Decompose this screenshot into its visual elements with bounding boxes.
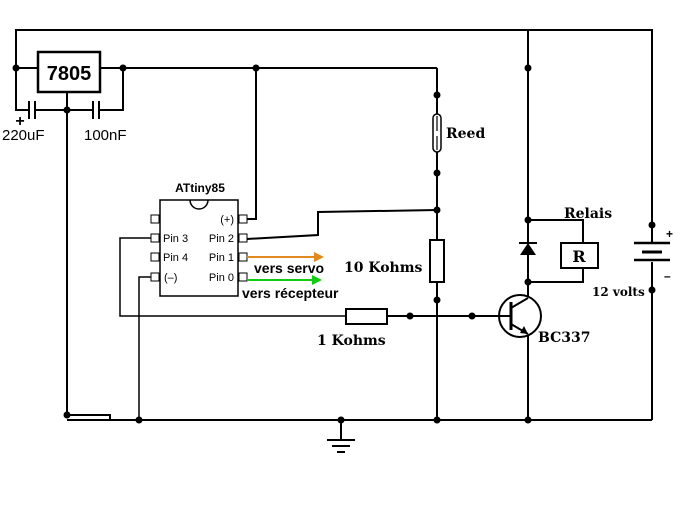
pin4-label: Pin 4 [163, 252, 188, 264]
servo-label: vers servo [254, 260, 324, 276]
pin2-wire [246, 209, 438, 240]
vcc-pin-label: (+) [220, 214, 234, 226]
relay-coil: Relais R [560, 206, 612, 269]
resistor-1k: 1 Kohms [317, 308, 388, 349]
reed-label: Reed [446, 126, 485, 142]
attiny85-chip: ATtiny85 Pin 3 Pin 4 (–) (+) Pin 2 Pin 1… [150, 181, 248, 297]
cap-100nf-label: 100nF [84, 127, 127, 144]
transistor-bc337: BC337 [498, 294, 590, 346]
receiver-label: vers récepteur [242, 285, 339, 301]
regulator-7805: 7805 [36, 50, 102, 94]
relay-top-wire [528, 219, 584, 243]
cap-left-wire [15, 68, 28, 111]
r-base-label: 1 Kohms [317, 333, 386, 349]
capacitor-100nf: 100nF [84, 101, 127, 144]
flyback-diode [519, 242, 537, 255]
cap-plus-sign: + [15, 113, 24, 130]
relay-symbol: R [572, 247, 586, 266]
pin2-label: Pin 2 [209, 233, 234, 245]
capacitor-220uf: + 220uF [2, 101, 45, 144]
relay-title: Relais [564, 206, 612, 222]
servo-signal: vers servo [247, 252, 324, 276]
receiver-signal: vers récepteur [242, 275, 339, 301]
mcu-gnd-wire [138, 276, 151, 420]
pin3-label: Pin 3 [163, 233, 188, 245]
pin3-wire [119, 237, 346, 317]
resistor-10k: 10 Kohms [344, 239, 445, 283]
pin1-label: Pin 1 [209, 252, 234, 264]
receiver-arrow-head [312, 275, 322, 285]
vcc-to-mcu-wire [247, 68, 257, 220]
servo-arrow-head [314, 252, 324, 262]
ground-icon [327, 439, 355, 453]
mcu-name: ATtiny85 [175, 181, 225, 195]
cap-right-wire [100, 68, 124, 111]
relay-bottom-wire [528, 268, 584, 283]
pin0-label: Pin 0 [209, 272, 234, 284]
regulator-label: 7805 [47, 63, 92, 85]
battery-12v: + – 12 volts [592, 225, 673, 299]
transistor-label: BC337 [538, 330, 590, 346]
gnd-pin-label: (–) [164, 272, 177, 284]
cap-220uf-label: 220uF [2, 127, 45, 144]
top-rail-wire [15, 29, 653, 225]
battery-label: 12 volts [592, 285, 645, 299]
battery-plus: + [666, 227, 673, 241]
battery-minus: – [664, 269, 671, 283]
r-pullup-label: 10 Kohms [344, 260, 423, 276]
reg-gnd-wire [66, 110, 111, 420]
junction-nodes [12, 64, 656, 424]
wires [15, 29, 653, 440]
reed-switch: Reed [432, 113, 485, 153]
